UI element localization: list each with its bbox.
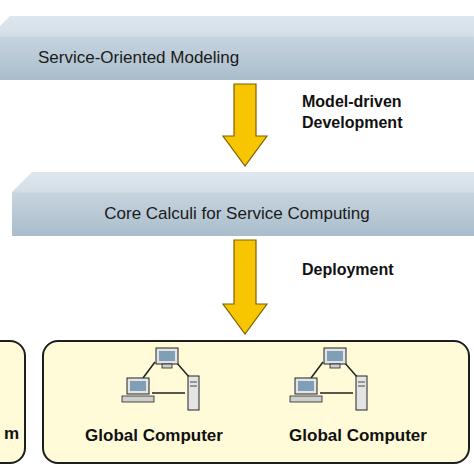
network-icon — [290, 348, 367, 410]
global-computer-panel: Global Computer Global Computer — [42, 340, 470, 464]
block-arrow — [223, 240, 267, 334]
layer-title: Core Calculi for Service Computing — [104, 204, 370, 224]
edge-label: Deployment — [300, 260, 396, 281]
system-panel: m — [0, 340, 26, 464]
calculi-layer-slab: Core Calculi for Service Computing — [12, 172, 474, 236]
panel-label: Global Computer — [289, 426, 427, 446]
layer-title: Service-Oriented Modeling — [38, 48, 239, 68]
network-icon — [122, 348, 199, 410]
model-layer-slab: Service-Oriented Modeling — [0, 16, 474, 80]
panel-label: Global Computer — [85, 426, 223, 446]
block-arrow — [223, 84, 267, 166]
panel-label: m — [4, 424, 19, 444]
edge-label: Model-driven Development — [300, 92, 454, 134]
